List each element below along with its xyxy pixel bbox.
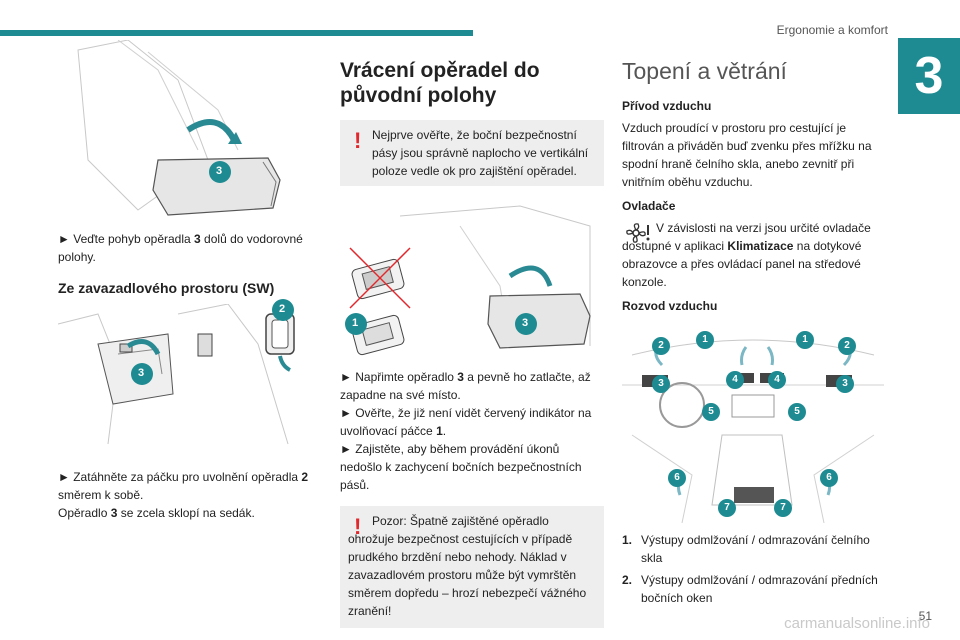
step-check-indicator: ► Ověřte, že již není vidět červený indi… [340,406,592,438]
badge-3: 3 [836,375,854,393]
column-1: 3 ► Veďte pohyb opěradla 3 dolů do vodor… [57,39,326,522]
climate-fan-icon [622,219,654,247]
badge-2: 2 [838,337,856,355]
column-3: Topení a větrání Přívod vzduchu Vzduch p… [622,58,884,607]
column-2: Vrácení opěradel do původní polohy ! Nej… [340,58,604,628]
warning-icon: ! [354,514,362,539]
badge-3: 3 [652,375,670,393]
badge-6: 6 [820,469,838,487]
seat-fold-drawing [77,39,281,216]
section-title: Ergonomie a komfort [776,23,888,37]
badge-label: 3 [216,165,223,177]
note-backrest-folds: Opěradlo 3 se zcela sklopí na sedák. [58,506,255,520]
section-heading-return-backrest: Vrácení opěradel do původní polohy [340,59,540,107]
badge-2: 2 [652,337,670,355]
watermark: carmanualsonline.info [784,615,930,632]
chapter-number: 3 [898,38,960,114]
badge-5: 5 [788,403,806,421]
badge-1: 1 [696,331,714,349]
section-heading-trunk: Ze zavazadlového prostoru (SW) [58,280,275,296]
section-heading-heating: Topení a větrání [622,58,787,84]
step-pull-lever: ► Zatáhněte za páčku pro uvolnění opěrad… [58,470,309,502]
list-item: 1.Výstupy odmlžování / odmrazování čelní… [622,533,870,565]
badge-7: 7 [774,499,792,517]
paragraph-air-intake: Vzduch proudící v prostoru pro cestující… [622,121,872,189]
badge-label: 1 [352,317,359,329]
subheading-controls: Ovladače [622,199,676,213]
step-guide-down: ► Veďte pohyb opěradla 3 dolů do vodorov… [58,232,303,264]
badge-label: 3 [138,367,145,379]
badge-2 [272,299,294,321]
illustration-seat-fold: 3 [58,39,326,222]
warning-box-belts: ! Nejprve ověřte, že boční bezpečnostní … [340,120,604,186]
badge-3 [209,161,231,183]
warning-text: Nejprve ověřte, že boční bezpečnostní pá… [372,128,589,178]
list-item: 2.Výstupy odmlžování / odmrazování předn… [622,573,878,605]
step-straighten: ► Napřimte opěradlo 3 a pevně ho zatlačt… [340,370,591,402]
warning-box-danger: ! Pozor: Špatně zajištěné opěradlo ohrož… [340,506,604,628]
badge-5: 5 [702,403,720,421]
badge-label: 3 [522,317,529,329]
illustration-trunk-lever: 2 3 [57,299,326,454]
steps-list: ► Napřimte opěradlo 3 a pevně ho zatlačt… [340,368,604,494]
badge-1 [345,313,367,335]
paragraph-controls: V závislosti na verzi jsou určité ovlada… [622,221,871,289]
badge-7: 7 [718,499,736,517]
page-number: 51 [918,609,932,623]
trunk-lever-drawing [57,303,295,445]
illustration-backrest-raise: 1 3 [340,196,604,358]
warning-text: Pozor: Špatně zajištěné opěradlo ohrožuj… [348,514,587,618]
subheading-air-intake: Přívod vzduchu [622,99,712,113]
step-belts: ► Zajistěte, aby během provádění úkonů n… [340,442,582,492]
backrest-raise-drawing [349,205,591,356]
vent-legend-list: 1.Výstupy odmlžování / odmrazování čelní… [622,531,884,607]
badge-4: 4 [726,371,744,389]
badge-3 [515,313,537,335]
subheading-air-distribution: Rozvod vzduchu [622,299,718,313]
illustration-air-vents: 1 1 2 2 3 3 4 4 5 5 6 6 7 7 [622,325,884,524]
badge-6: 6 [668,469,686,487]
badge-1: 1 [796,331,814,349]
header-accent-bar [0,30,473,36]
badge-3 [131,363,153,385]
controls-block: V závislosti na verzi jsou určité ovlada… [622,219,884,291]
badge-label: 2 [279,303,286,315]
badge-4: 4 [768,371,786,389]
warning-icon: ! [354,128,362,153]
